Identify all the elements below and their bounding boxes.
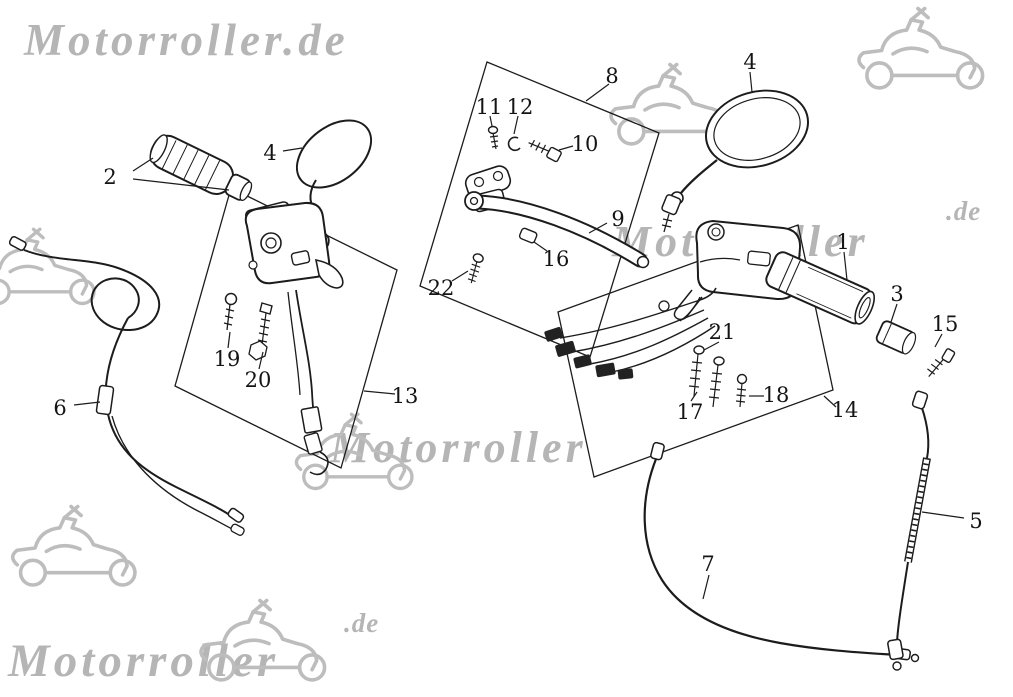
- leader-lines: [73, 71, 965, 600]
- left-grip: [149, 134, 253, 202]
- screw-22: [467, 253, 484, 284]
- watermark-scooters: [0, 6, 985, 682]
- watermark-de-center: .de: [344, 608, 380, 638]
- throttle-grip: [765, 251, 876, 325]
- screw-11: [487, 125, 499, 150]
- screw-18: [735, 373, 748, 408]
- left-switch-housing: [244, 201, 344, 476]
- screw-15: [927, 348, 956, 377]
- right-mirror: [661, 89, 810, 233]
- cable-5: [887, 390, 931, 671]
- cable-6: [8, 236, 245, 536]
- cap-16: [518, 227, 538, 244]
- box-13: [174, 187, 398, 469]
- cable-7: [643, 441, 920, 663]
- wiring-harness: [544, 287, 717, 380]
- brake-lever-9: [464, 191, 650, 269]
- cap-3: [875, 320, 917, 355]
- clip-12: [507, 136, 521, 152]
- watermark-de-mid-right: .de: [946, 196, 982, 226]
- bolt-20: [248, 302, 273, 361]
- bolt-17: [708, 356, 725, 408]
- screw-19: [223, 292, 238, 331]
- watermark-brand-top-left: Motorroller.de: [24, 15, 349, 65]
- bolt-10: [528, 139, 562, 163]
- bolt-21: [688, 345, 705, 397]
